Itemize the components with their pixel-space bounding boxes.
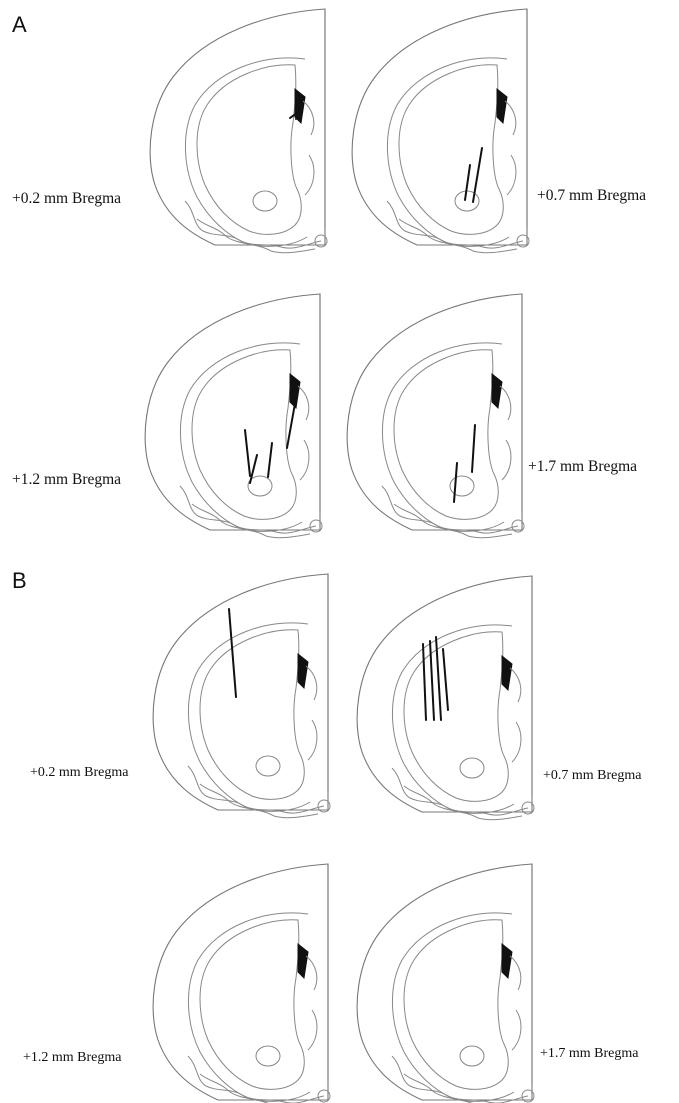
accumbens-ring — [450, 476, 474, 496]
capsule-outline — [188, 913, 310, 1102]
striatum-outline — [399, 65, 503, 235]
electrode-track — [423, 644, 426, 720]
septum-contour — [298, 386, 309, 480]
capsule-outline — [392, 625, 514, 814]
septum-contour — [505, 101, 516, 195]
lateral-ventricle — [502, 656, 512, 690]
electrode-track — [473, 148, 482, 202]
electrode-track — [465, 165, 470, 200]
capsule-outline — [392, 913, 514, 1102]
electrode-track — [436, 637, 441, 720]
striatum-outline — [394, 350, 498, 520]
accumbens-ring — [253, 191, 277, 211]
striatum-outline — [200, 920, 304, 1090]
accumbens-ring — [256, 756, 280, 776]
striatum-outline — [200, 630, 304, 800]
septum-contour — [306, 956, 317, 1050]
electrode-track — [454, 463, 457, 502]
cortex-outline — [357, 576, 532, 812]
hemisphere-section — [352, 9, 529, 253]
hemisphere-section — [347, 294, 524, 538]
hemisphere-section — [153, 864, 330, 1103]
striatum-outline — [192, 350, 296, 520]
septum-contour — [510, 956, 521, 1050]
striatum-outline — [404, 920, 508, 1090]
striatum-outline — [404, 632, 508, 802]
lateral-ventricle — [497, 89, 507, 123]
electrode-track — [245, 430, 250, 476]
accumbens-ring — [256, 1046, 280, 1066]
accumbens-ring — [460, 758, 484, 778]
hemisphere-section — [357, 576, 534, 820]
electrode-track — [443, 649, 448, 710]
cortex-outline — [153, 574, 328, 810]
electrode-track — [229, 609, 236, 697]
lateral-ventricle — [492, 374, 502, 408]
cortex-outline — [347, 294, 522, 530]
septum-contour — [306, 666, 317, 760]
capsule-outline — [382, 343, 504, 532]
hemisphere-section — [145, 294, 322, 538]
cortex-outline — [150, 9, 325, 245]
capsule-outline — [188, 623, 310, 812]
cortex-outline — [352, 9, 527, 245]
electrode-track — [268, 443, 272, 477]
capsule-outline — [185, 58, 307, 247]
accumbens-ring — [455, 191, 479, 211]
lateral-ventricle — [502, 944, 512, 978]
electrode-track — [472, 425, 475, 472]
hemisphere-section — [153, 574, 330, 818]
accumbens-ring — [460, 1046, 484, 1066]
septum-contour — [500, 386, 511, 480]
capsule-outline — [180, 343, 302, 532]
capsule-outline — [387, 58, 509, 247]
lateral-ventricle — [298, 944, 308, 978]
cortex-outline — [153, 864, 328, 1100]
hemisphere-section — [357, 864, 534, 1103]
lateral-ventricle — [298, 654, 308, 688]
septum-contour — [510, 668, 521, 762]
hemisphere-section — [150, 9, 327, 253]
electrode-track — [250, 455, 257, 483]
striatum-outline — [197, 65, 301, 235]
cortex-outline — [357, 864, 532, 1100]
septum-contour — [303, 101, 314, 195]
